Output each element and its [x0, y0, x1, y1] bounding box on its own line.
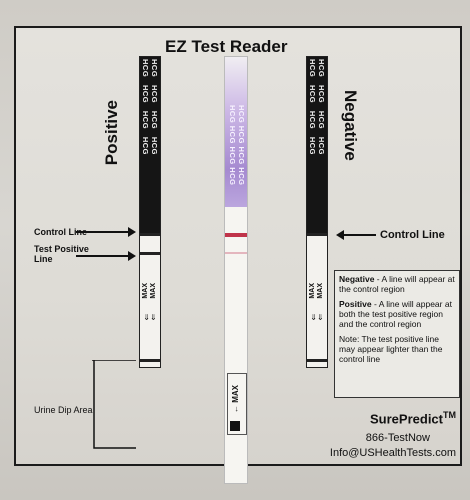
negative-instruction: Negative - A line will appear at the con… [339, 274, 455, 294]
negative-label: Negative [341, 90, 360, 161]
brand-email: Info@USHealthTests.com [329, 447, 456, 459]
black-mark [230, 421, 240, 431]
trademark: TM [443, 410, 456, 420]
brand-phone: 866-TestNow [365, 432, 430, 444]
dip-boundary-mark [307, 359, 327, 362]
hcg-text: HCG [141, 59, 150, 78]
control-line-right-label: Control Line [380, 229, 445, 241]
note-text: Note: The test positive line may appear … [339, 334, 443, 364]
control-line-mark [140, 233, 160, 236]
negative-reference-strip: HCG HCG HCG HCG HCG HCG HCG HCG MAX MAX … [306, 56, 328, 368]
test-line-result [225, 252, 247, 254]
max-arrow-label: ← MAX [231, 385, 240, 414]
dip-area-bracket [92, 360, 136, 449]
dip-boundary-mark [140, 359, 160, 362]
max-marker: MAX [309, 283, 316, 299]
test-strip: HCG HCG HCG HCG HCG HCG HCG HCG ← MAX [224, 56, 248, 484]
test-line-mark [140, 252, 160, 255]
instructions-box: Negative - A line will appear at the con… [334, 270, 460, 398]
test-positive-line-label: Test Positive Line [34, 244, 89, 264]
strip-header: HCG HCG HCG HCG HCG HCG HCG HCG [140, 57, 160, 234]
positive-reference-strip: HCG HCG HCG HCG HCG HCG HCG HCG MAX MAX … [139, 56, 161, 368]
strip-header: HCG HCG HCG HCG HCG HCG HCG HCG [307, 57, 327, 234]
control-line-mark [307, 233, 327, 236]
control-line-result [225, 233, 247, 237]
max-marker: MAX [142, 283, 149, 299]
control-line-label: Control Line [34, 227, 87, 237]
down-arrows-icon: ⇓⇓ [310, 313, 324, 322]
down-arrows-icon: ⇓⇓ [143, 313, 157, 322]
arrow-left-icon [336, 230, 376, 240]
brand-name: SurePredictTM [370, 410, 456, 427]
arrow-right-icon [76, 251, 136, 261]
positive-instruction: Positive - A line will appear at both th… [339, 299, 452, 329]
urine-dip-area-label: Urine Dip Area [34, 405, 93, 415]
arrow-right-icon [76, 227, 136, 237]
positive-label: Positive [102, 100, 121, 166]
card-title: EZ Test Reader [165, 37, 288, 56]
dip-window [227, 373, 247, 435]
dye-head [225, 57, 247, 207]
